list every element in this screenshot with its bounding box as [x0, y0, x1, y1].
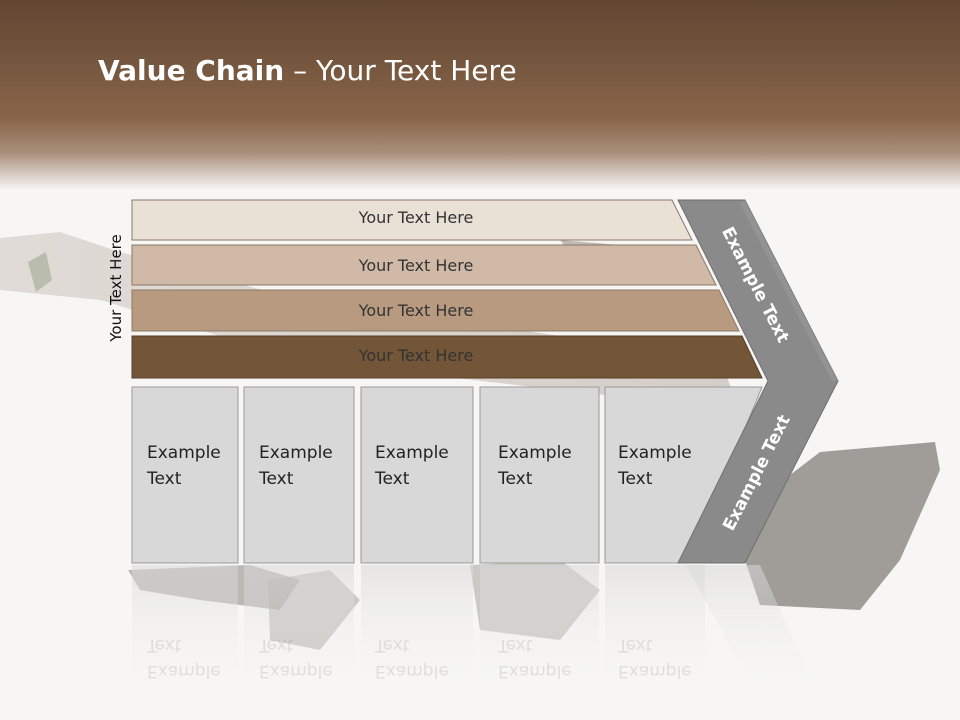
columns-reflection [132, 565, 820, 700]
header-band [0, 0, 960, 190]
column-shape-4 [479, 386, 600, 564]
row-label-3: Your Text Here [358, 301, 474, 320]
row-shape-2 [131, 244, 717, 286]
title-rest: – Your Text Here [284, 54, 517, 87]
column-shape-3 [360, 386, 474, 564]
row-label-4: Your Text Here [358, 346, 474, 365]
title-bold: Value Chain [98, 54, 285, 87]
column-shape-2 [243, 386, 355, 564]
column-shape-1 [131, 386, 239, 564]
row-shape-1 [131, 199, 693, 241]
side-label: Your Text Here [107, 234, 125, 342]
row-shape-4 [131, 335, 763, 379]
row-shape-3 [131, 289, 740, 332]
row-label-1: Your Text Here [358, 208, 474, 227]
slide-title: Value Chain – Your Text Here [98, 54, 517, 87]
row-label-2: Your Text Here [358, 256, 474, 275]
